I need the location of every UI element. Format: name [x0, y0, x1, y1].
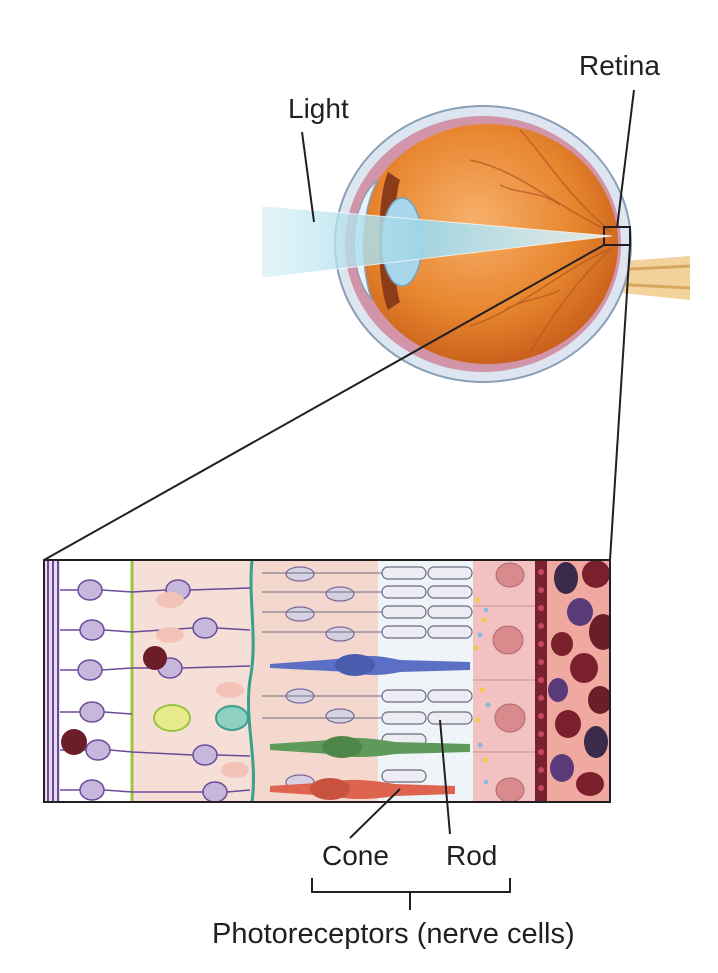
label-light: Light — [288, 93, 349, 124]
photoreceptors-bracket — [311, 878, 511, 910]
inner-plexiform-layer — [132, 560, 250, 802]
photoreceptor-layer — [378, 560, 473, 802]
rod-cells — [381, 566, 473, 783]
cone-cell-green — [270, 736, 470, 758]
zoom-line-left — [43, 244, 605, 561]
retina-section-frame — [43, 559, 611, 803]
blood-cell — [143, 646, 167, 670]
outer-nuclear-layer — [250, 560, 378, 802]
blood-cell — [61, 729, 87, 755]
light-beam — [262, 206, 612, 278]
label-rod: Rod — [446, 840, 498, 871]
bipolar-cell-teal — [215, 705, 249, 731]
bipolar-cell-yellow — [153, 704, 191, 732]
cone-leader — [349, 788, 401, 839]
cone-cell-red — [270, 778, 455, 800]
retina-leader — [616, 89, 635, 229]
retina-cross-section — [44, 560, 610, 802]
choroid-vessels — [548, 560, 610, 796]
light-leader — [301, 131, 315, 223]
rod-leader — [439, 719, 451, 835]
cone-cell-blue — [270, 654, 470, 676]
label-retina: Retina — [579, 50, 660, 81]
pigment-epithelium — [473, 560, 535, 802]
ganglion-layer — [60, 560, 132, 802]
label-cone: Cone — [322, 840, 389, 871]
zoom-line-right — [609, 244, 631, 561]
label-photoreceptors: Photoreceptors (nerve cells) — [212, 918, 575, 950]
